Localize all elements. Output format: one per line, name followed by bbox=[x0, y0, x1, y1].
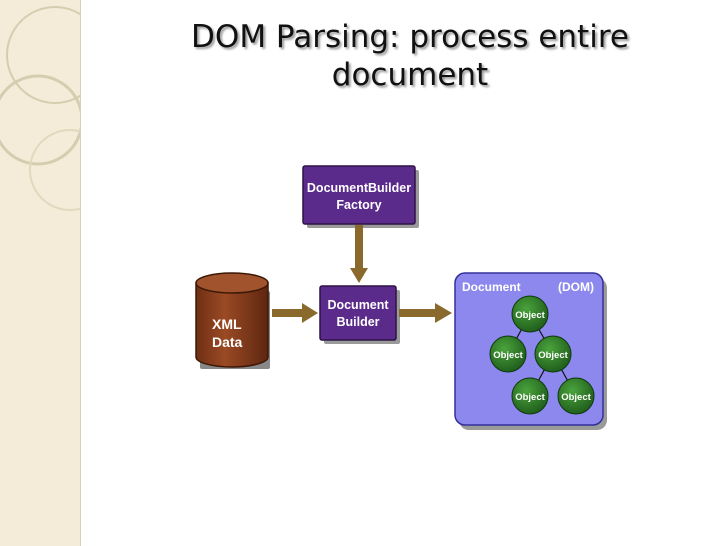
xml-label-line1: XML bbox=[212, 316, 242, 332]
dom-node: Object bbox=[489, 335, 527, 373]
factory-label-line1: DocumentBuilder bbox=[307, 181, 411, 195]
dom-node-label: Object bbox=[515, 392, 545, 403]
slide-title: DOM Parsing: process entire document bbox=[150, 18, 670, 94]
dom-node: Object bbox=[534, 335, 572, 373]
dom-node-label: Object bbox=[493, 350, 523, 361]
xml-label-line2: Data bbox=[212, 334, 243, 350]
left-decor-band bbox=[0, 0, 81, 546]
slide-title-line2: document bbox=[331, 57, 489, 93]
dom-panel-document-label: Document bbox=[462, 280, 521, 294]
dom-node: Object bbox=[557, 377, 595, 415]
document-builder-factory-box: DocumentBuilder Factory bbox=[302, 165, 419, 228]
document-builder-box: Document Builder bbox=[319, 285, 400, 344]
xml-data-cylinder: XML Data bbox=[195, 272, 270, 369]
factory-label-line2: Factory bbox=[336, 198, 381, 212]
dom-node: Object bbox=[511, 377, 549, 415]
decorative-circles bbox=[0, 6, 80, 211]
slide-title-line1: DOM Parsing: process entire bbox=[191, 19, 629, 55]
dom-node-label: Object bbox=[515, 310, 545, 321]
dom-node: Object bbox=[511, 295, 549, 333]
builder-label-line2: Builder bbox=[336, 315, 379, 329]
dom-panel: Document (DOM) Object Object Object Obje… bbox=[454, 272, 607, 430]
builder-label-line1: Document bbox=[327, 298, 389, 312]
dom-node-label: Object bbox=[561, 392, 591, 403]
dom-node-label: Object bbox=[538, 350, 568, 361]
dom-panel-dom-label: (DOM) bbox=[558, 280, 594, 294]
arrow-xml-to-builder bbox=[272, 303, 318, 323]
arrow-factory-to-builder bbox=[350, 225, 368, 283]
arrow-builder-to-dom bbox=[399, 303, 452, 323]
